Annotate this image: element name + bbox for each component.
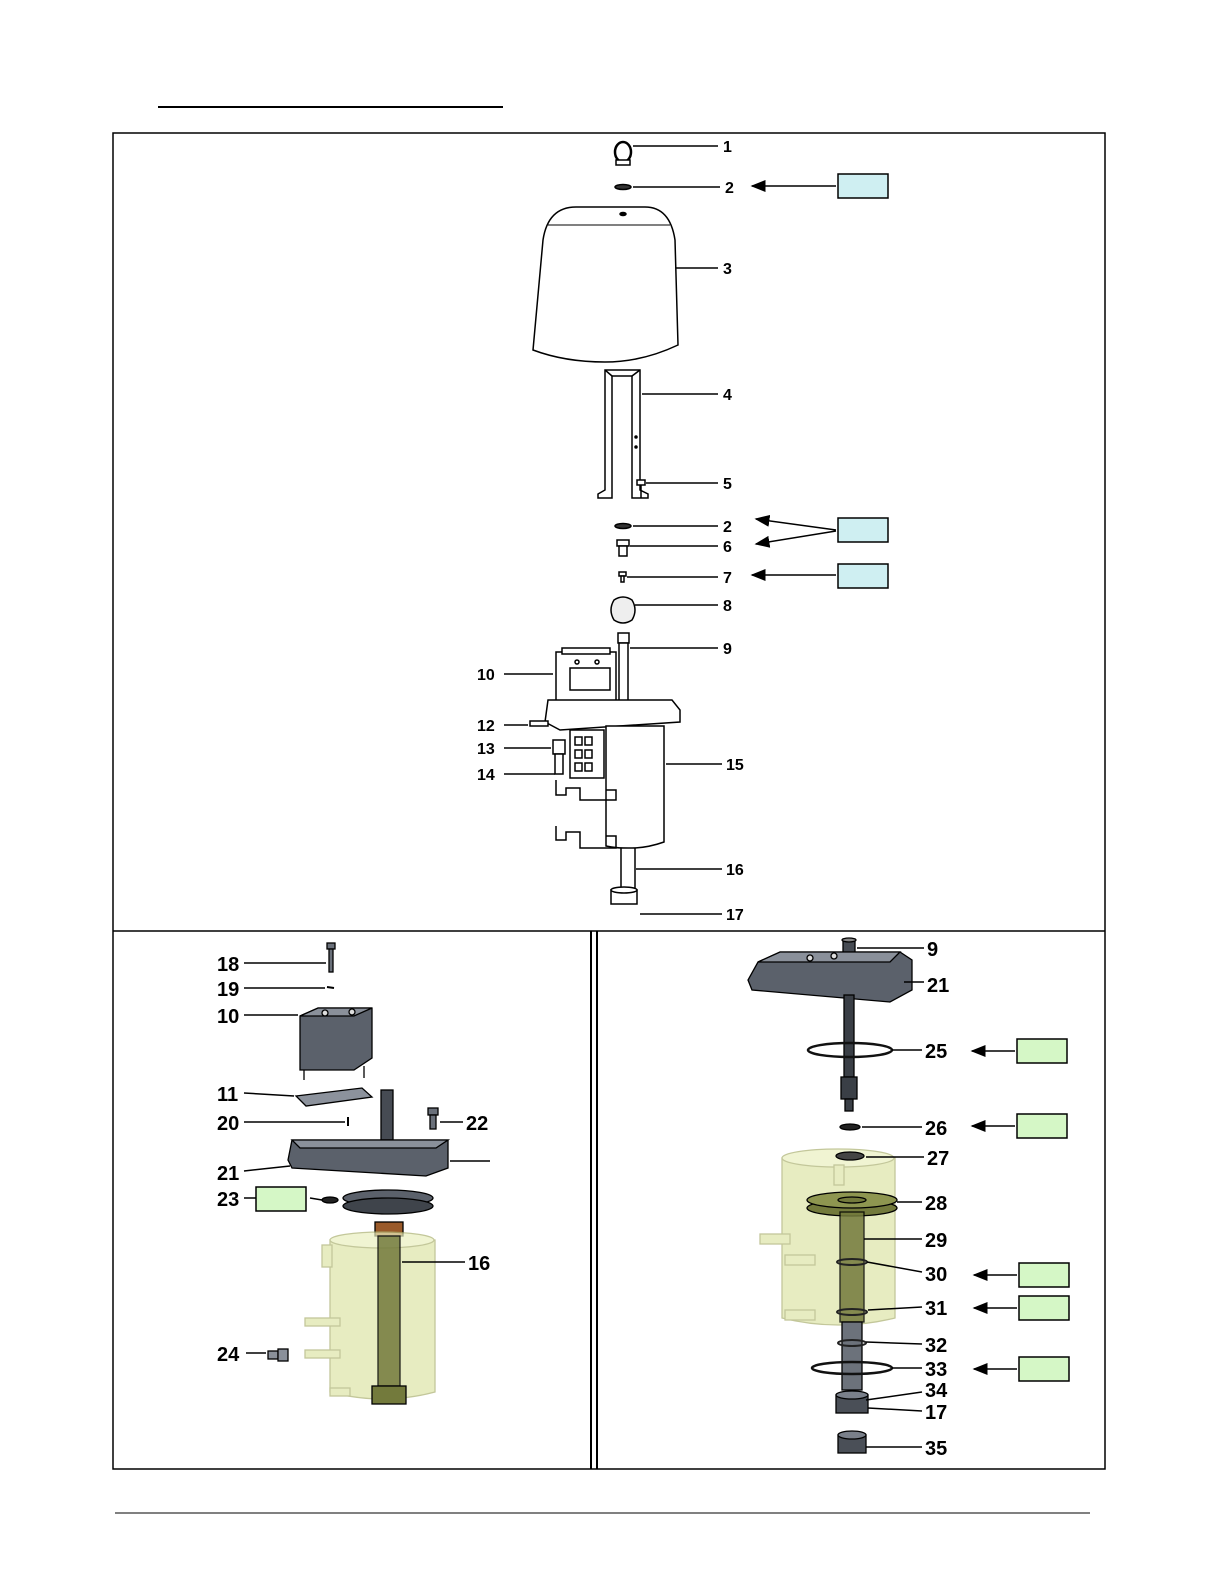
part-long-bolt bbox=[327, 943, 335, 972]
callout-number: 15 bbox=[726, 757, 744, 774]
callout-number: 22 bbox=[466, 1113, 488, 1135]
part-number-box bbox=[1019, 1357, 1069, 1381]
bottom-right-arrows bbox=[972, 1051, 1017, 1369]
callout-number: 5 bbox=[723, 476, 732, 493]
bottom-left-panel-parts bbox=[268, 943, 448, 1404]
part-eye-bolt bbox=[615, 142, 631, 165]
part-washer bbox=[615, 524, 631, 529]
top-panel-arrows bbox=[752, 186, 836, 575]
callout-number: 8 bbox=[723, 598, 732, 615]
callout-number: 25 bbox=[925, 1041, 947, 1063]
part-cylinder-translucent bbox=[760, 1149, 895, 1325]
callout-number: 16 bbox=[726, 862, 744, 879]
part-o-ring bbox=[840, 1124, 860, 1130]
callout-number: 2 bbox=[723, 519, 732, 536]
callout-number: 2 bbox=[725, 180, 734, 197]
callout-number: 9 bbox=[723, 641, 732, 658]
part-piston-rod bbox=[378, 1236, 400, 1386]
part-number-box bbox=[838, 564, 888, 588]
part-nut bbox=[611, 887, 637, 904]
part-screw bbox=[637, 480, 645, 498]
callout-number: 18 bbox=[217, 954, 239, 976]
part-shaft bbox=[844, 995, 854, 1077]
part-o-ring bbox=[322, 1197, 338, 1203]
bottom-right-part-boxes bbox=[1017, 1039, 1069, 1381]
callout-number: 30 bbox=[925, 1264, 947, 1286]
part-shaft bbox=[381, 1090, 393, 1140]
callout-number: 16 bbox=[468, 1253, 490, 1275]
callout-number: 10 bbox=[217, 1006, 239, 1028]
part-cylinder-translucent bbox=[305, 1232, 435, 1399]
callout-number: 11 bbox=[217, 1084, 238, 1106]
part-cover bbox=[533, 207, 678, 362]
callout-number: 34 bbox=[925, 1380, 948, 1402]
part-valve-block bbox=[300, 1008, 372, 1080]
callout-number: 21 bbox=[217, 1163, 239, 1185]
callout-number: 31 bbox=[925, 1298, 947, 1320]
callout-number: 9 bbox=[927, 939, 938, 961]
part-bracket bbox=[598, 370, 648, 498]
part-shaft bbox=[618, 633, 629, 701]
callout-number: 7 bbox=[723, 570, 732, 587]
part-small-screw bbox=[619, 572, 626, 582]
part-gasket bbox=[296, 1088, 372, 1106]
part-number-box bbox=[1017, 1039, 1067, 1063]
callout-number: 33 bbox=[925, 1359, 947, 1381]
callout-number: 3 bbox=[723, 261, 732, 278]
part-cap-screw bbox=[428, 1108, 438, 1129]
callout-number: 23 bbox=[217, 1189, 239, 1211]
callout-number: 19 bbox=[217, 979, 239, 1001]
part-piston-rod bbox=[840, 1212, 864, 1322]
part-number-box bbox=[1017, 1114, 1067, 1138]
part-cap bbox=[836, 1152, 864, 1160]
part-fitting bbox=[530, 721, 548, 726]
part-check-valve bbox=[268, 1349, 288, 1361]
callout-number: 1 bbox=[723, 139, 732, 156]
callout-number: 10 bbox=[477, 667, 495, 684]
callout-number: 35 bbox=[925, 1438, 947, 1460]
callout-number: 13 bbox=[477, 741, 495, 758]
part-nut bbox=[836, 1391, 868, 1413]
part-side-fitting bbox=[553, 740, 565, 774]
part-bottom-nut bbox=[838, 1431, 866, 1453]
part-filter-body bbox=[570, 730, 604, 778]
callout-number: 27 bbox=[927, 1148, 949, 1170]
part-number-box bbox=[838, 518, 888, 542]
part-knob bbox=[611, 597, 635, 623]
top-panel-parts bbox=[530, 142, 680, 904]
part-washer bbox=[615, 185, 631, 190]
callout-number: 29 bbox=[925, 1230, 947, 1252]
part-lower-rod bbox=[842, 1322, 862, 1390]
bottom-right-panel-parts bbox=[748, 938, 912, 1453]
callout-number: 14 bbox=[477, 767, 495, 784]
callout-number: 20 bbox=[217, 1113, 239, 1135]
part-cylinder bbox=[606, 726, 664, 848]
callout-number: 17 bbox=[726, 907, 744, 924]
callout-number: 26 bbox=[925, 1118, 947, 1140]
callout-number: 6 bbox=[723, 539, 732, 556]
callout-number: 17 bbox=[925, 1402, 947, 1424]
part-small-pin bbox=[327, 987, 334, 988]
part-piston-rod bbox=[621, 848, 635, 890]
callout-number: 28 bbox=[925, 1193, 947, 1215]
bottom-right-callouts: 9 21 25 26 27 28 29 30 31 32 33 34 17 35 bbox=[925, 939, 949, 1460]
part-valve-block bbox=[556, 648, 616, 702]
part-bushing bbox=[617, 540, 629, 556]
callout-number: 24 bbox=[217, 1344, 240, 1366]
part-number-box bbox=[1019, 1296, 1069, 1320]
callout-number: 32 bbox=[925, 1335, 947, 1357]
part-number-box bbox=[256, 1187, 306, 1211]
top-panel-part-boxes bbox=[838, 174, 888, 588]
part-number-box bbox=[1019, 1263, 1069, 1287]
callout-number: 12 bbox=[477, 718, 495, 735]
part-number-box bbox=[838, 174, 888, 198]
callout-number: 21 bbox=[927, 975, 949, 997]
callout-number: 4 bbox=[723, 387, 732, 404]
